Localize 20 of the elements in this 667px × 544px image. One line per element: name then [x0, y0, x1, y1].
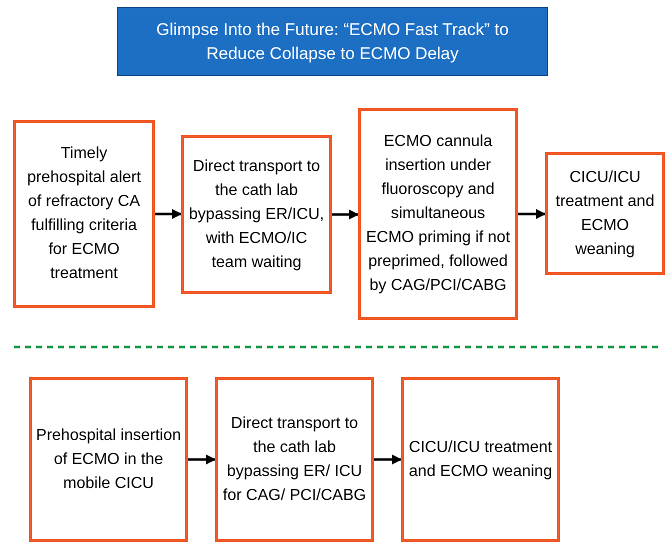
arrow: [374, 454, 402, 464]
arrow: [518, 209, 546, 219]
process-box: [215, 377, 374, 542]
step-text: ECMO cannula insertion under fluoroscopy and simultaneous ECMO priming if not preprimed, followed by CAG/PCI/CABG: [365, 132, 511, 296]
process-box: [181, 135, 332, 294]
step-text: Timely prehospital alert of refractory CA fulfilling criteria for ECMO treatment: [26, 144, 142, 284]
step-text: Direct transport to the cath lab bypassing ER/ ICU for CAG/ PCI/CABG: [222, 414, 367, 506]
arrow: [332, 210, 359, 220]
process-box: [29, 377, 188, 542]
arrow: [155, 209, 182, 219]
step-text: CICU/ICU treatment and ECMO weaning: [554, 168, 656, 260]
process-box: [545, 152, 665, 275]
process-box: [358, 108, 518, 320]
process-box: [401, 377, 560, 542]
step-text: Prehospital insertion of ECMO in the mobile CICU: [36, 426, 181, 494]
arrow: [188, 454, 216, 464]
step-text: Direct transport to the cath lab bypassing ER/ICU, with ECMO/IC team waiting: [188, 156, 325, 272]
title-banner: Glimpse Into the Future: “ECMO Fast Track” to Reduce Collapse to ECMO Delay: [117, 7, 548, 76]
step-text: CICU/ICU treatment and ECMO weaning: [408, 438, 553, 482]
process-box: [13, 120, 155, 308]
